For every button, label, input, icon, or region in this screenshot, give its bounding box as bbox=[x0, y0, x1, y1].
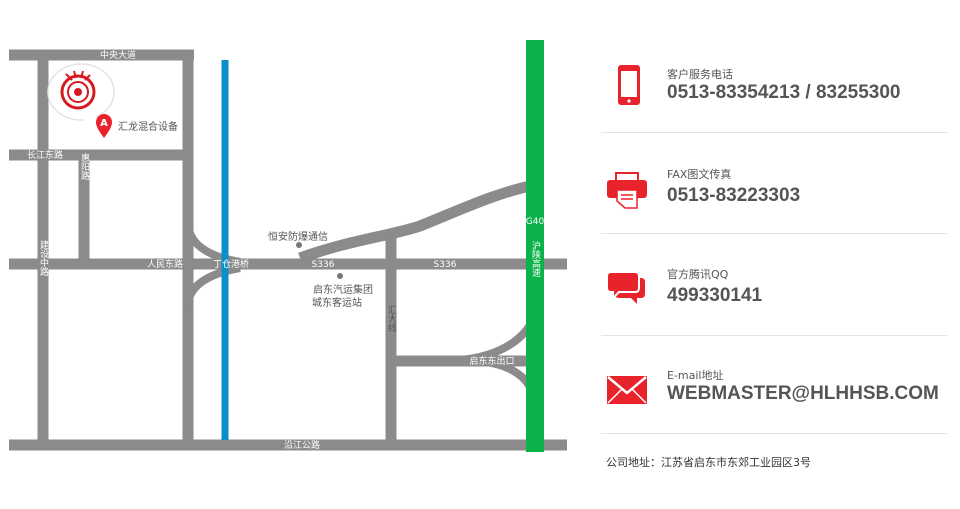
label-huiyang: 惠阳路 bbox=[79, 152, 90, 181]
envelope-icon bbox=[607, 376, 647, 404]
divider bbox=[601, 132, 947, 133]
label-yanjiang-road: 沿江公路 bbox=[284, 439, 320, 451]
poi-hengan: 恒安防爆通信 bbox=[268, 230, 328, 243]
poi-company: 汇龙混合设备 bbox=[118, 120, 178, 133]
poi-dot-bus-station bbox=[337, 273, 343, 279]
road-exit-curve-up bbox=[439, 318, 537, 365]
divider bbox=[601, 433, 947, 434]
fax-label: FAX图文传真 bbox=[667, 168, 732, 181]
poi-bus-station-line1: 启东汽运集团 bbox=[313, 283, 373, 296]
label-zhongyang: 中央大道 bbox=[100, 49, 136, 61]
map-pin-icon bbox=[96, 114, 112, 138]
fax-printer-icon bbox=[607, 172, 647, 209]
poi-dot-hengan bbox=[296, 242, 302, 248]
company-logo-bubble bbox=[47, 63, 115, 128]
contact-row-email: E-mail地址 WEBMASTER@HLHHSB.COM bbox=[601, 362, 947, 462]
poi-bus-station-line2: 城东客运站 bbox=[312, 296, 362, 309]
company-address: 公司地址：江苏省启东市东郊工业园区3号 bbox=[606, 456, 811, 469]
fax-value[interactable]: 0513-83223303 bbox=[667, 185, 801, 206]
dragon-logo-icon bbox=[60, 70, 96, 110]
road-curve-se bbox=[184, 264, 241, 307]
phone-value[interactable]: 0513-83354213 / 83255300 bbox=[667, 82, 901, 103]
qq-label: 官方腾讯QQ bbox=[667, 268, 729, 281]
mobile-phone-icon bbox=[618, 65, 640, 105]
expressway-g40 bbox=[526, 40, 544, 452]
label-jiankang-middle: 建设中路 bbox=[38, 239, 49, 277]
label-dingcanggang-bridge: 丁仓港桥 bbox=[213, 258, 249, 270]
contact-row-fax: FAX图文传真 0513-83223303 bbox=[601, 160, 947, 260]
label-changjiang-east: 长江东路 bbox=[27, 149, 63, 161]
road-curve-ne bbox=[184, 221, 241, 266]
email-label: E-mail地址 bbox=[667, 369, 724, 382]
road-old-s336 bbox=[298, 179, 537, 264]
label-s336-b: S336 bbox=[434, 260, 457, 270]
label-g40: G40 bbox=[526, 217, 545, 227]
label-hushan-expressway: 沪陕高速 bbox=[530, 240, 541, 278]
marker-letter: A bbox=[100, 118, 108, 129]
chat-bubble-icon bbox=[606, 271, 645, 304]
divider bbox=[601, 335, 947, 336]
label-huida-line: 汇大线 bbox=[386, 305, 397, 332]
phone-label: 客户服务电话 bbox=[667, 68, 733, 81]
label-s336-a: S336 bbox=[312, 260, 335, 270]
email-value[interactable]: WEBMASTER@HLHHSB.COM bbox=[667, 383, 939, 404]
location-marker[interactable]: A bbox=[96, 114, 112, 138]
qq-value[interactable]: 499330141 bbox=[667, 285, 763, 306]
location-map: 中央大道 长江东路 人民东路 丁仓港桥 S336 S336 （旧）S336 启东… bbox=[9, 40, 567, 452]
divider bbox=[601, 233, 947, 234]
contact-row-qq: 官方腾讯QQ 499330141 bbox=[601, 260, 947, 360]
label-renmin-east: 人民东路 bbox=[147, 258, 183, 270]
label-qidong-east-exit: 启东东出口 bbox=[469, 355, 514, 367]
contact-row-phone: 客户服务电话 0513-83354213 / 83255300 bbox=[601, 60, 947, 160]
